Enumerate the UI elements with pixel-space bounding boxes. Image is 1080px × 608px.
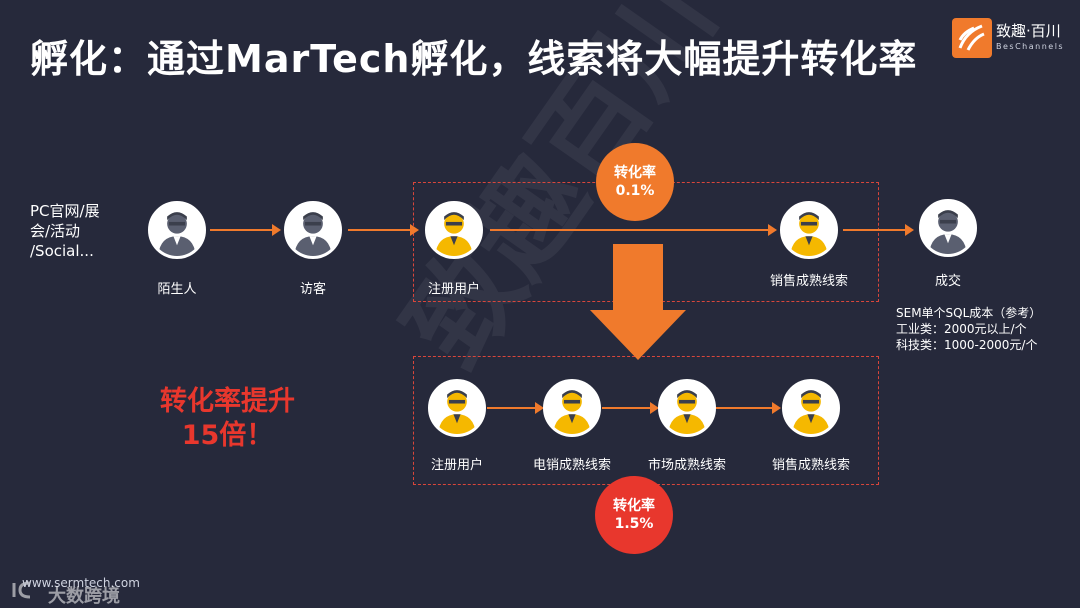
brand-name-cn: 致趣·百川: [996, 22, 1061, 40]
person-icon-deal: [919, 199, 977, 257]
source-line: PC官网/展: [30, 202, 100, 220]
node-label: 陌生人: [157, 282, 197, 297]
badge-value: 1.5%: [614, 516, 654, 532]
person-icon-sales-qualified: [782, 379, 840, 437]
arrow-right-icon: [272, 224, 281, 236]
arrow-right-icon: [905, 224, 914, 236]
node-label: 销售成熟线索: [769, 274, 848, 289]
big-down-arrow-icon: [590, 244, 686, 360]
conversion-boost-callout: 转化率提升 15倍！: [160, 385, 295, 453]
page-title: 孵化：通过MarTech孵化，线索将大幅提升转化率: [30, 37, 918, 81]
traffic-source-text: PC官网/展 会/活动 /Social...: [30, 201, 100, 261]
node-label: 注册用户: [430, 458, 483, 473]
person-icon-visitor: [284, 201, 342, 259]
arrow-right-icon: [535, 402, 544, 414]
badge-value: 0.1%: [615, 183, 655, 199]
brand-logo: 致趣·百川 BesChannels: [952, 18, 1068, 58]
arrow-right-icon: [410, 224, 419, 236]
boost-line: 转化率提升: [160, 386, 295, 417]
person-icon-stranger: [148, 201, 206, 259]
arrow-right-icon: [768, 224, 777, 236]
flow-line: [348, 229, 410, 231]
boost-line: 15倍！: [181, 420, 274, 451]
flow-line: [716, 407, 772, 409]
sql-cost-note: SEM单个SQL成本（参考） 工业类：2000元以上/个 科技类：1000-20…: [896, 305, 1041, 353]
conversion-rate-badge-after: 转化率 1.5%: [595, 476, 673, 554]
flow-line: [602, 407, 650, 409]
node-label: 成交: [934, 274, 961, 289]
badge-label: 转化率: [613, 498, 655, 514]
cost-line: SEM单个SQL成本（参考）: [896, 306, 1042, 320]
node-label: 市场成熟线索: [647, 458, 726, 473]
brand-name-en: BesChannels: [996, 42, 1065, 51]
flow-line: [210, 229, 272, 231]
node-label: 访客: [299, 282, 326, 297]
footer-url: www.sermtech.com: [22, 576, 140, 590]
conversion-rate-badge-before: 转化率 0.1%: [596, 143, 674, 221]
cost-line: 工业类：2000元以上/个: [896, 322, 1027, 336]
footer-brand: 大数跨境: [48, 586, 120, 607]
flow-line: [843, 229, 905, 231]
arrow-right-icon: [772, 402, 781, 414]
person-icon-marketing-qualified: [658, 379, 716, 437]
badge-label: 转化率: [614, 165, 656, 181]
source-line: 会/活动: [30, 222, 81, 240]
flow-line: [487, 407, 535, 409]
node-label: 销售成熟线索: [771, 458, 850, 473]
flow-line: [490, 229, 768, 231]
arrow-right-icon: [650, 402, 659, 414]
source-line: /Social...: [30, 242, 94, 260]
person-icon-telesales-qualified: [543, 379, 601, 437]
node-label: 电销成熟线索: [532, 458, 611, 473]
person-icon-sales-qualified: [780, 201, 838, 259]
person-icon-registered: [425, 201, 483, 259]
cost-line: 科技类：1000-2000元/个: [896, 338, 1038, 352]
node-label: 注册用户: [427, 282, 480, 297]
footer-logo-icon: [12, 581, 31, 599]
person-icon-registered: [428, 379, 486, 437]
brand-logo-icon: [952, 18, 992, 58]
